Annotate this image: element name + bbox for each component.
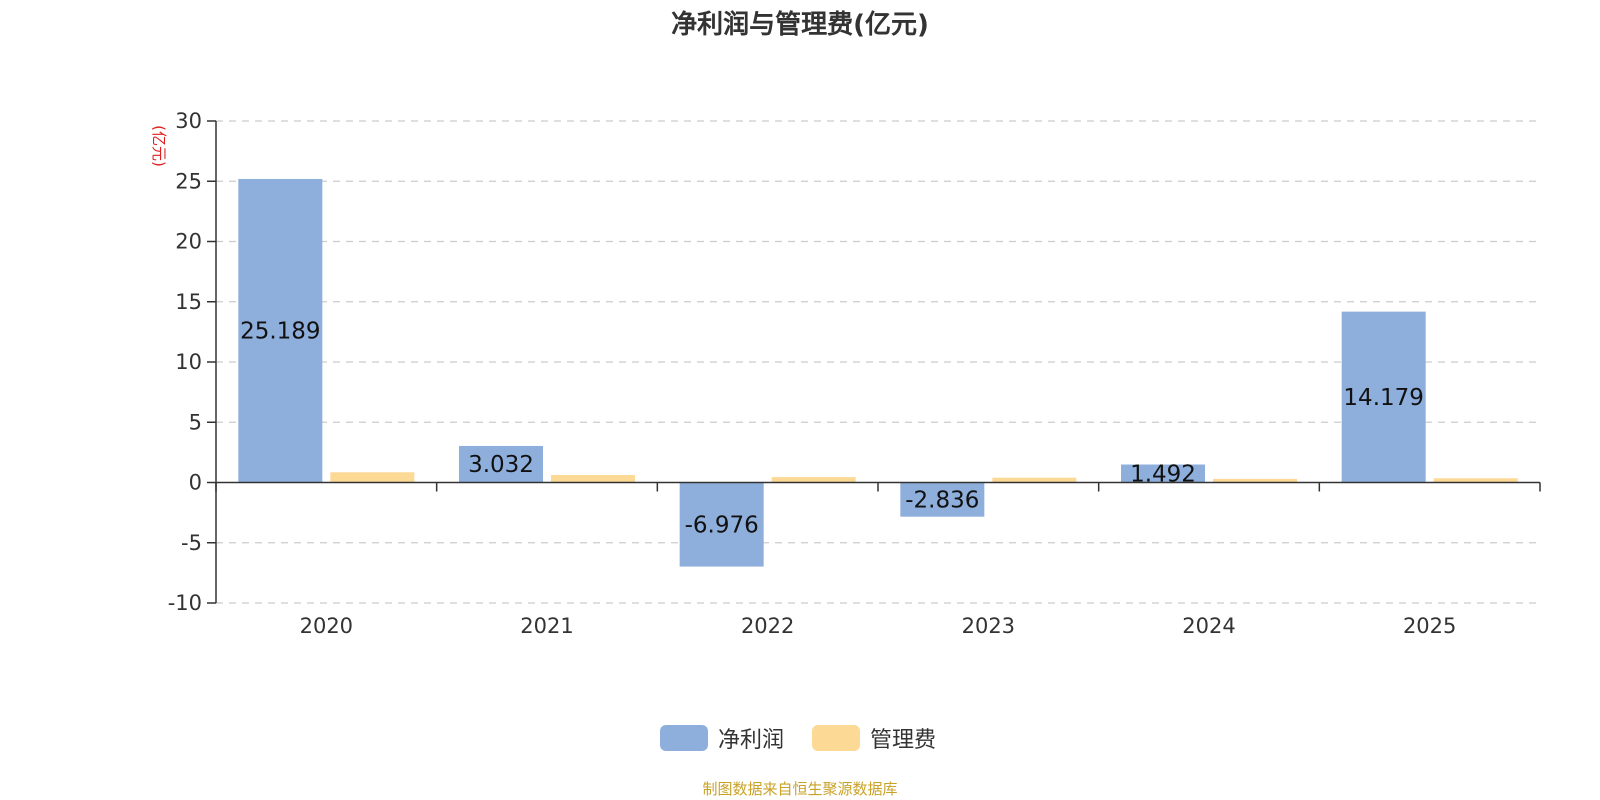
- data-label: 1.492: [1130, 462, 1196, 488]
- bar-net-profit: [1121, 464, 1205, 483]
- x-tick-label: 2025: [1403, 614, 1456, 638]
- bar-net-profit: [1341, 311, 1426, 483]
- y-tick-label: 10: [175, 350, 202, 374]
- bars: [238, 178, 1518, 567]
- bar-net-profit: [238, 178, 323, 483]
- bar-admin-expense: [1213, 478, 1297, 483]
- y-tick-label: 30: [175, 109, 202, 133]
- legend-label-admin-expense: 管理费: [870, 728, 937, 753]
- x-tick-label: 2021: [520, 614, 573, 638]
- legend-item-net-profit[interactable]: 净利润: [660, 722, 784, 754]
- bar-admin-expense: [771, 477, 856, 483]
- legend-swatch-net-profit: [660, 725, 708, 751]
- x-tick-label: 2020: [300, 614, 353, 638]
- y-tick-label: 25: [175, 169, 202, 193]
- source-note: 制图数据来自恒生聚源数据库: [702, 780, 898, 798]
- x-tick-label: 2022: [741, 614, 794, 638]
- bar-admin-expense: [1433, 478, 1518, 483]
- y-tick-label: -10: [168, 591, 202, 615]
- y-tick-label: 15: [175, 290, 202, 314]
- legend-swatch-admin-expense: [812, 725, 860, 751]
- y-tick-label: 20: [175, 230, 202, 254]
- y-tick-label: 0: [189, 471, 202, 495]
- x-tick-label: 2024: [1182, 614, 1235, 638]
- bar-net-profit: [900, 482, 985, 517]
- data-label: 25.189: [240, 319, 320, 345]
- legend-item-admin-expense[interactable]: 管理费: [812, 722, 936, 754]
- data-label: 3.032: [468, 452, 534, 478]
- bar-admin-expense: [330, 472, 415, 483]
- x-tick-label: 2023: [962, 614, 1015, 638]
- legend-label-net-profit: 净利润: [718, 728, 785, 753]
- bar-net-profit: [679, 482, 764, 567]
- bar-admin-expense: [992, 477, 1077, 483]
- data-label: 14.179: [1343, 385, 1423, 411]
- y-tick-label: 5: [189, 410, 202, 434]
- bar-admin-expense: [551, 475, 635, 483]
- data-label: -2.836: [905, 488, 979, 514]
- y-tick-label: -5: [181, 531, 202, 555]
- chart-title: 净利润与管理费(亿元): [671, 10, 929, 40]
- axes: 30 25 20 15 10 5 0 -5 -10 2020 2021 2022 2023 2024 202…: [168, 109, 1541, 638]
- bar-net-profit: [459, 445, 543, 483]
- data-labels: 25.189 3.032 -6.976 -2.836 1.492 14.179: [240, 319, 1424, 539]
- grid-lines: [216, 120, 1540, 604]
- y-axis-unit-label: (亿元): [150, 125, 168, 167]
- data-label: -6.976: [685, 513, 759, 539]
